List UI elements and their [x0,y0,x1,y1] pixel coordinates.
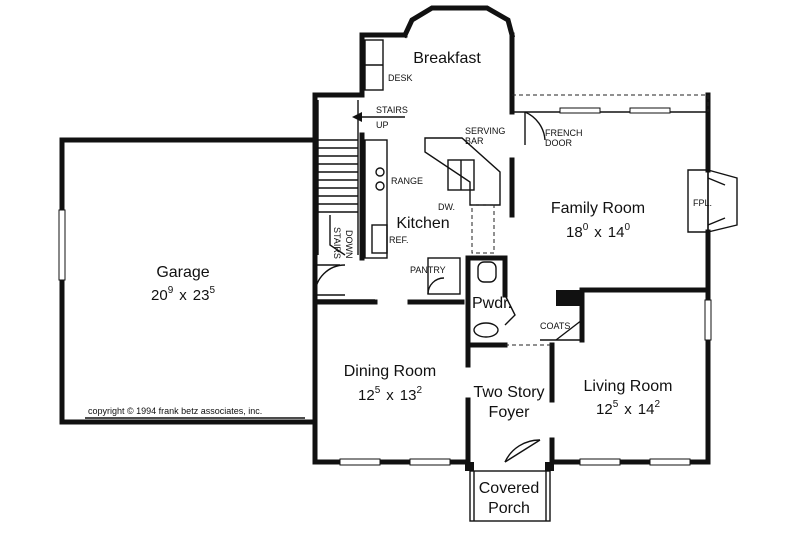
stairs-up-label-1: STAIRS [376,105,408,115]
fixtures [58,39,738,522]
range-label: RANGE [391,176,423,186]
copyright-notice: copyright © 1994 frank betz associates, … [88,406,262,416]
garage-label: Garage [156,264,209,281]
stairs-down-label-1: STAIRS [332,227,342,259]
powder-label: Pwdr. [472,295,512,312]
foyer-label-line2: Foyer [489,404,531,421]
french-door-label-1: FRENCH [545,128,583,138]
kitchen-label: Kitchen [396,215,449,232]
stairs-up-label-2: UP [376,120,389,130]
foyer-label-line1: Two Story [473,384,544,401]
fixture-labels: DESK STAIRS UP SERVING BAR FRENCH DOOR R… [332,73,712,331]
ref-label: REF. [389,235,409,245]
serving-bar-label-2: BAR [465,136,484,146]
fireplace-label: FPL. [693,198,712,208]
dining-room-label: Dining Room [344,363,436,380]
pantry-label: PANTRY [410,265,446,275]
coats-label: COATS [540,321,570,331]
stair-treads [318,139,358,213]
living-room-label: Living Room [584,378,673,395]
serving-bar-label-1: SERVING [465,126,505,136]
porch-label-line1: Covered [479,480,539,497]
stairs-down-label-2: DOWN [344,230,354,259]
dw-label: DW. [438,202,455,212]
breakfast-label: Breakfast [413,50,481,67]
desk-label: DESK [388,73,413,83]
french-door-label-2: DOOR [545,138,573,148]
porch-label-line2: Porch [488,500,530,517]
family-room-label: Family Room [551,200,645,217]
